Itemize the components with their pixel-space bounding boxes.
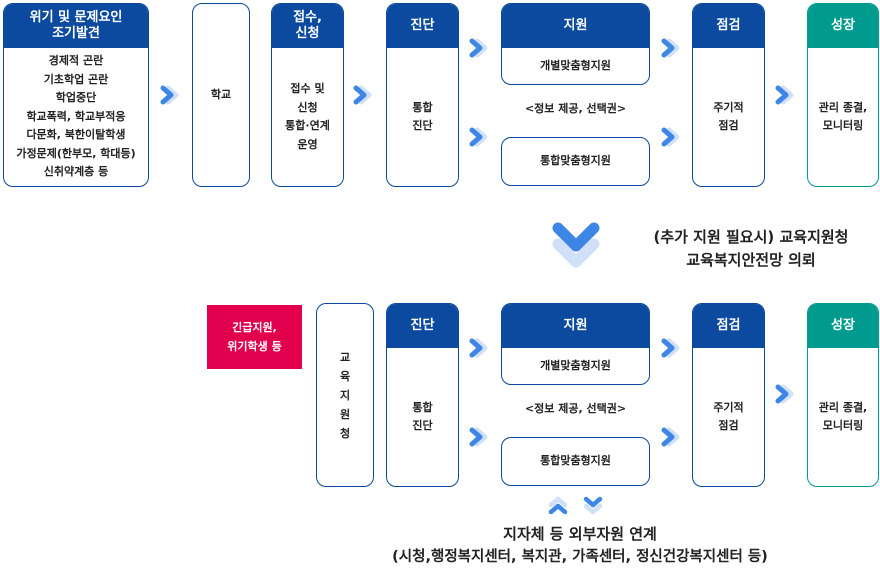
growth-title-2: 성장: [808, 304, 878, 348]
chevron-right-icon: [352, 84, 374, 106]
check-title: 점검: [693, 4, 764, 48]
chevron-right-icon: [660, 126, 682, 148]
chevron-right-icon: [774, 84, 796, 106]
office-box: 교 육 지 원 청: [316, 303, 374, 487]
chevron-right-icon: [660, 37, 682, 59]
chevron-right-icon: [774, 383, 796, 405]
growth-body-2: 관리 종결, 모니터링: [818, 400, 868, 433]
diagnosis-title: 진단: [387, 4, 458, 48]
external-note-title: 지자체 등 외부자원 연계: [503, 525, 657, 543]
diagnosis-title-2: 진단: [387, 304, 458, 348]
chevron-right-icon: [159, 84, 181, 106]
emergency-box: 긴급지원, 위기학생 등: [207, 305, 302, 369]
external-note-detail: (시청,행정복지센터, 복지관, 가족센터, 정신건강복지센터 등): [392, 549, 768, 565]
check-title-2: 점검: [693, 304, 764, 348]
support-individual-box: 지원 개별맞춤형지원: [501, 3, 650, 85]
support-individual: 개별맞춤형지원: [540, 58, 611, 72]
growth-title: 성장: [808, 4, 878, 48]
referral-note: (추가 지원 필요시) 교육지원청 교육복지안전망 의뢰: [653, 228, 849, 269]
office-label: 교 육 지 원 청: [339, 350, 351, 440]
chevron-right-icon: [468, 37, 490, 59]
support-title-2: 지원: [502, 304, 649, 348]
detection-box: 위기 및 문제요인 조기발견 경제적 곤란 기초학업 곤란 학업중단 학교폭력,…: [3, 3, 149, 187]
chevron-right-icon: [660, 426, 682, 448]
support-individual-box-2: 지원 개별맞춤형지원: [501, 303, 650, 385]
diagnosis-body-2: 통합 진단: [412, 400, 433, 433]
chevron-up-icon: [548, 496, 568, 515]
intake-title: 접수, 신청: [272, 4, 343, 48]
support-individual-2: 개별맞춤형지원: [540, 358, 611, 372]
support-title: 지원: [502, 4, 649, 48]
intake-box: 접수, 신청 접수 및 신청 통합·연계 운영: [271, 3, 344, 187]
diagnosis-box: 진단 통합 진단: [386, 3, 459, 187]
detection-items: 경제적 곤란 기초학업 곤란 학업중단 학교폭력, 학교부적응 다문화, 북한이…: [16, 54, 136, 179]
check-body-2: 주기적 점검: [713, 400, 744, 433]
diagnosis-body: 통합 진단: [412, 100, 433, 133]
check-box: 점검 주기적 점검: [692, 3, 765, 187]
check-box-2: 점검 주기적 점검: [692, 303, 765, 487]
growth-box-2: 성장 관리 종결, 모니터링: [807, 303, 879, 487]
intake-body: 접수 및 신청 통합·연계 운영: [285, 82, 330, 151]
chevron-right-icon: [468, 426, 490, 448]
support-info: <정보 제공, 선택권>: [524, 102, 627, 115]
support-integrated-2: 통합맞춤형지원: [540, 454, 611, 468]
support-integrated-box: 통합맞춤형지원: [501, 137, 650, 186]
support-integrated-box-2: 통합맞춤형지원: [501, 437, 650, 486]
support-integrated: 통합맞춤형지원: [540, 154, 611, 168]
chevron-down-icon: [583, 496, 603, 515]
chevron-right-icon: [660, 337, 682, 359]
school-box: 학교: [192, 3, 250, 187]
detection-title: 위기 및 문제요인 조기발견: [4, 4, 148, 48]
chevron-right-icon: [468, 126, 490, 148]
growth-body: 관리 종결, 모니터링: [818, 100, 868, 133]
diagnosis-box-2: 진단 통합 진단: [386, 303, 459, 487]
growth-box: 성장 관리 종결, 모니터링: [807, 3, 879, 187]
support-info-2: <정보 제공, 선택권>: [524, 402, 627, 415]
check-body: 주기적 점검: [713, 100, 744, 133]
school-label: 학교: [210, 87, 232, 101]
chevron-down-icon: [552, 222, 600, 268]
chevron-right-icon: [468, 337, 490, 359]
